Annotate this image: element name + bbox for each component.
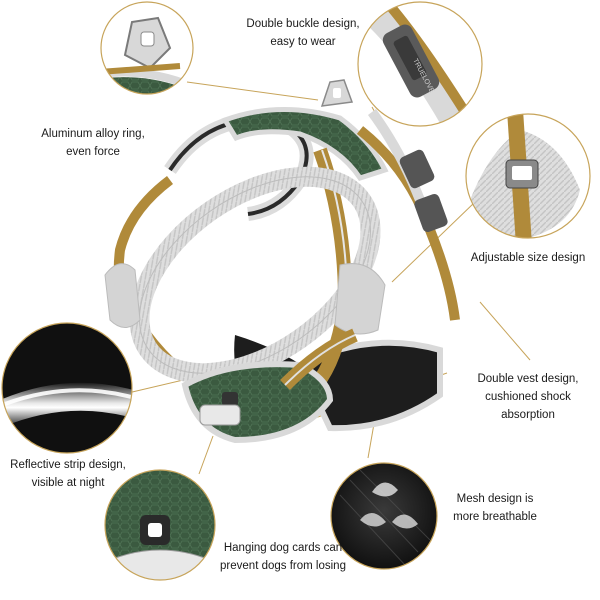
callout-line: Mesh design is: [456, 493, 534, 505]
callout-double-vest: Double vest design, cushioned shock abso…: [462, 371, 594, 424]
callout-line: Adjustable size design: [470, 252, 586, 264]
callout-line: Double vest design,: [477, 373, 579, 385]
callout-line: Double buckle design,: [246, 18, 360, 30]
callout-dog-cards: Hanging dog cards can prevent dogs from …: [196, 540, 370, 576]
callout-line: visible at night: [31, 476, 105, 489]
detail-dog-card: [104, 469, 216, 581]
callout-line: absorption: [501, 408, 555, 421]
harness-body: [104, 79, 460, 444]
leader-ring: [186, 81, 319, 101]
callout-line: cushioned shock: [485, 390, 571, 403]
callout-aluminum-ring: Aluminum alloy ring, even force: [18, 126, 168, 162]
detail-adjustable-size: [465, 113, 591, 239]
callout-double-buckle: Double buckle design, easy to wear: [228, 16, 378, 52]
callout-line: Aluminum alloy ring,: [41, 128, 145, 140]
callout-reflective-strip: Reflective strip design, visible at nigh…: [4, 457, 132, 493]
callout-line: Hanging dog cards can: [223, 542, 343, 554]
callout-line: prevent dogs from losing: [220, 559, 346, 572]
leader-cards: [198, 435, 214, 475]
callout-adjustable-size: Adjustable size design: [462, 250, 594, 268]
callout-mesh: Mesh design is more breathable: [436, 491, 554, 527]
callout-line: easy to wear: [270, 35, 336, 48]
detail-mesh: [330, 462, 438, 570]
callout-line: even force: [66, 145, 120, 158]
detail-reflective-strip: [1, 322, 133, 454]
callout-line: more breathable: [453, 510, 537, 523]
detail-aluminum-ring: [100, 1, 194, 95]
callout-line: Reflective strip design,: [10, 459, 126, 471]
leader-vest-2: [479, 301, 531, 361]
